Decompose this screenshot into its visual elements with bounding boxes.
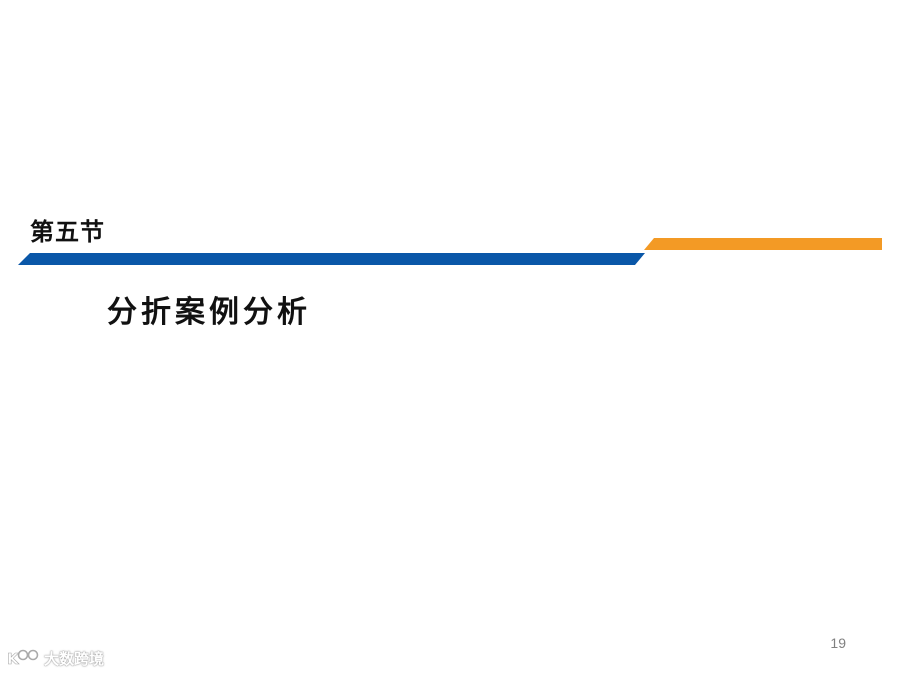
slide-title: 分折案例分析 bbox=[107, 295, 311, 330]
section-divider bbox=[18, 238, 882, 265]
divider-orange-bar bbox=[644, 238, 882, 250]
watermark: K 大数跨境 bbox=[6, 646, 104, 670]
page-number: 19 bbox=[830, 635, 846, 651]
section-label: 第五节 bbox=[30, 217, 105, 246]
watermark-text: 大数跨境 bbox=[44, 649, 105, 668]
divider-blue-bar bbox=[18, 253, 645, 265]
logo-letter: K bbox=[7, 650, 20, 668]
loop-logo-icon: K bbox=[7, 649, 39, 668]
